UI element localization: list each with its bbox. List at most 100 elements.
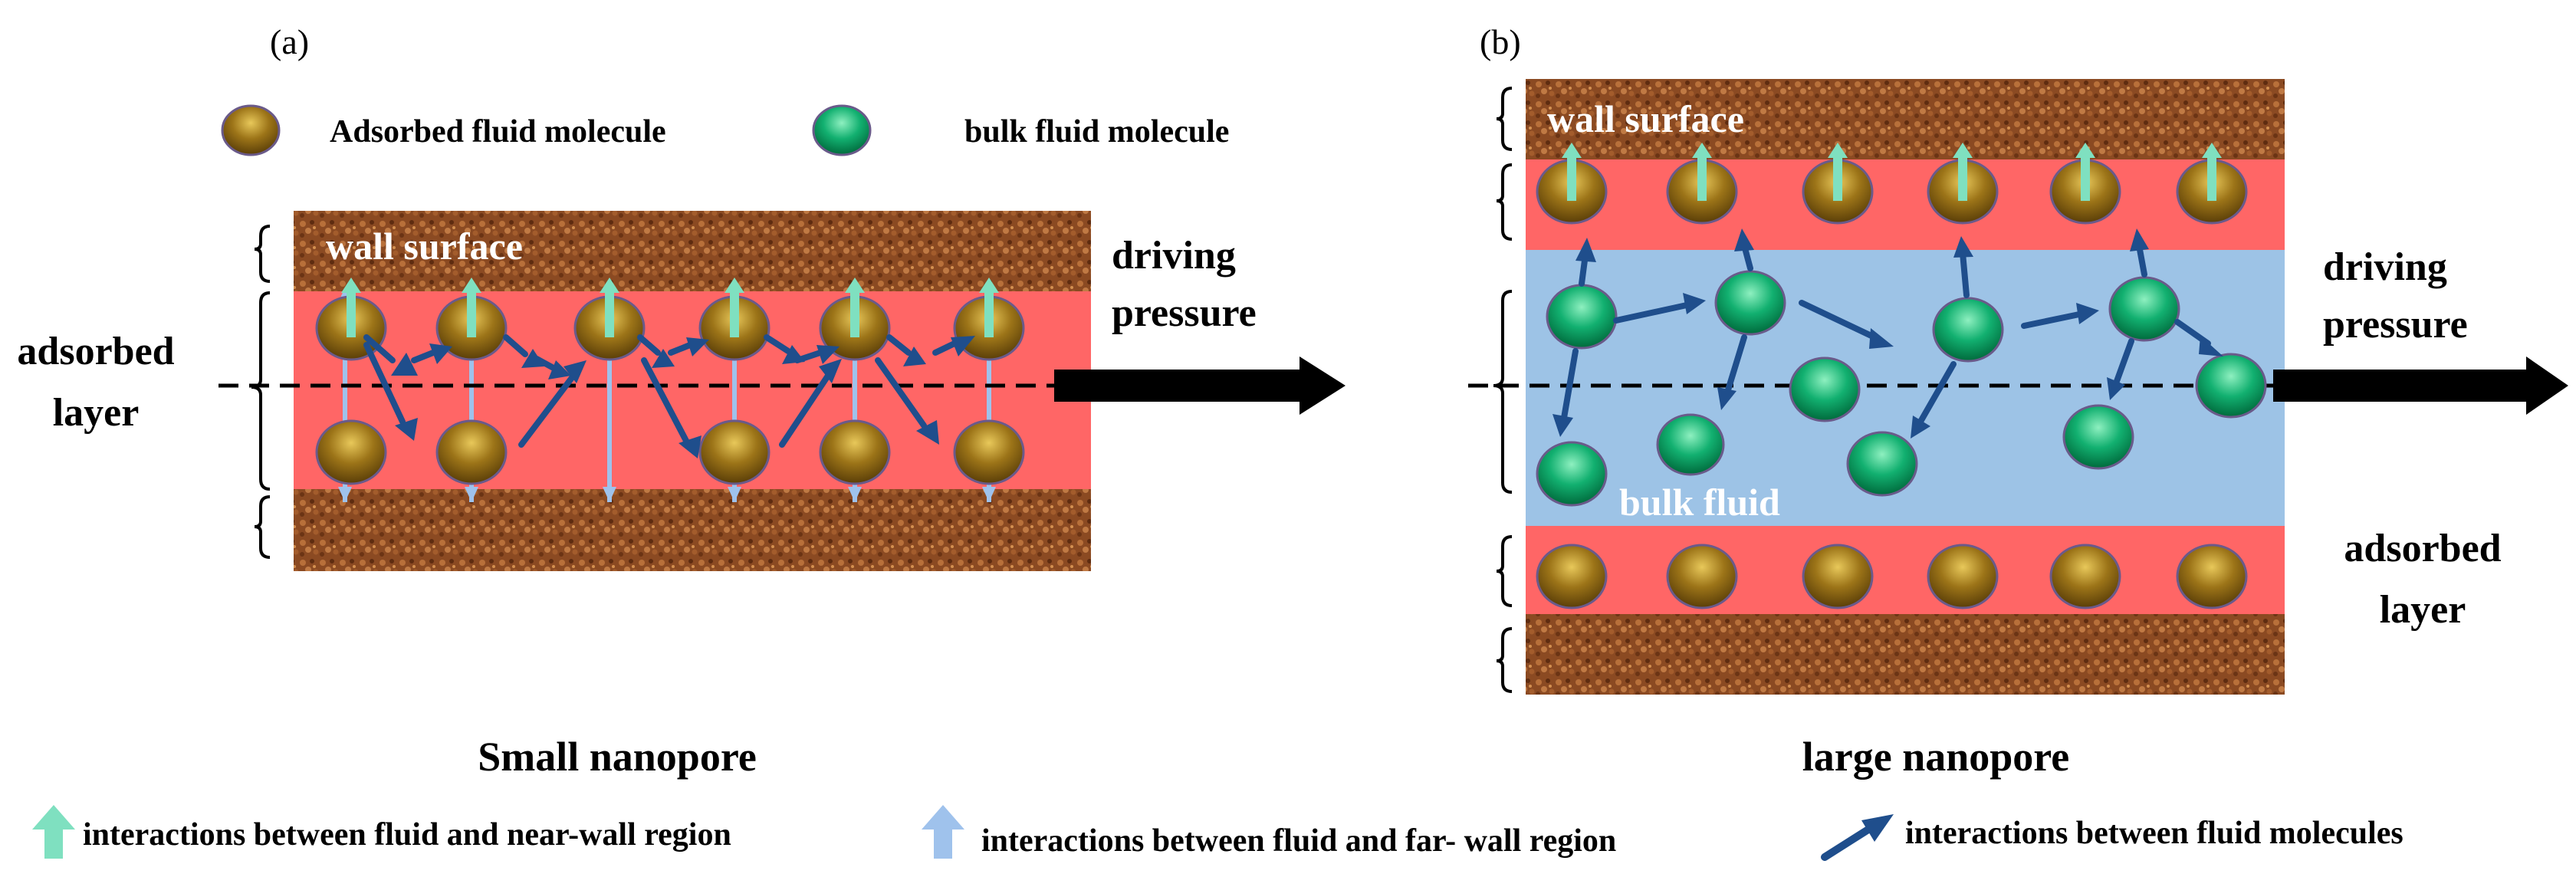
adsorbed-molecule xyxy=(698,419,770,485)
adsorbed-molecule xyxy=(1802,544,1874,609)
fluid-arrowhead xyxy=(951,336,975,356)
brace-bulk xyxy=(1493,290,1513,494)
fluid-arrow xyxy=(363,334,396,363)
panel-a-fluid-arrowheads xyxy=(391,336,975,458)
panel-b-wall-label: wall surface xyxy=(1547,97,1744,140)
panel-a-pressure-label-line1: driving xyxy=(1112,234,1236,278)
brace-wall-bottom xyxy=(1496,627,1513,693)
fluid-arrow xyxy=(518,373,577,448)
bulk-molecule xyxy=(1714,270,1786,336)
fluid-arrowhead xyxy=(395,418,418,441)
panel-b-fluid-arrowheads xyxy=(1552,228,2223,439)
panel-b-braces xyxy=(1493,87,1513,693)
far-wall-arrow xyxy=(338,287,352,502)
fluid-arrow xyxy=(668,342,693,356)
bulk-molecule xyxy=(2062,404,2134,470)
panel-b-adsorbed-label-line2: layer xyxy=(2380,588,2466,632)
fluid-arrowhead xyxy=(429,343,452,364)
brace-wall-top xyxy=(1496,87,1513,151)
far-wall-arrow xyxy=(982,287,996,502)
near-wall-arrow xyxy=(462,278,481,337)
fluid-arrow xyxy=(2113,338,2134,386)
bulk-molecule xyxy=(1932,297,2004,363)
fluid-arrowhead xyxy=(1717,387,1737,410)
fluid-arrowhead xyxy=(391,353,418,376)
panel-b-wall-top xyxy=(1526,79,2285,159)
legend-fluid-arrow-line xyxy=(1821,824,1875,861)
panel-b-pressure-arrow xyxy=(2273,356,2568,415)
fluid-arrowhead xyxy=(1869,328,1894,349)
adsorbed-molecule xyxy=(2176,544,2248,609)
bulk-molecule xyxy=(1846,431,1918,497)
adsorbed-molecule xyxy=(315,419,387,485)
fluid-arrow xyxy=(1799,300,1878,340)
near-wall-arrow xyxy=(600,278,619,337)
fluid-arrow xyxy=(1917,361,1957,425)
adsorbed-molecule xyxy=(819,419,891,485)
panel-b-bulk-molecules xyxy=(1536,270,2267,507)
near-wall-arrow xyxy=(979,278,999,337)
bulk-molecule xyxy=(1656,413,1725,476)
legend-bulk-label: bulk fluid molecule xyxy=(964,114,1229,149)
fluid-arrow xyxy=(1613,302,1690,324)
fluid-arrowhead xyxy=(686,337,709,356)
near-wall-arrow xyxy=(1953,143,1973,201)
legend-far-wall-label: interactions between fluid and far- wall… xyxy=(981,823,1616,859)
near-wall-arrow xyxy=(2075,143,2095,201)
fluid-arrow xyxy=(2021,311,2082,329)
panel-b-wall-bottom xyxy=(1526,614,2285,695)
far-wall-arrow xyxy=(338,487,352,502)
legend-adsorbed-label: Adsorbed fluid molecule xyxy=(330,114,666,149)
panel-b-adsorbed-label-line1: adsorbed xyxy=(2344,527,2501,570)
brace-adsorbed xyxy=(251,291,271,491)
adsorbed-molecule xyxy=(435,419,508,485)
panel-a-label: (a) xyxy=(270,22,309,61)
brace-adsorbed-top xyxy=(1496,163,1513,241)
panel-b-near-wall-arrows xyxy=(1562,143,2222,201)
bulk-molecule xyxy=(1546,284,1618,350)
near-wall-arrow xyxy=(2202,143,2222,201)
adsorbed-molecule xyxy=(1666,544,1738,609)
fluid-arrow xyxy=(875,357,927,429)
fluid-arrowhead xyxy=(2107,377,2125,400)
fluid-arrowhead xyxy=(903,347,926,366)
fluid-arrowhead xyxy=(816,345,840,364)
fluid-arrow xyxy=(503,334,528,357)
panel-a-fluid-arrows xyxy=(363,334,958,448)
bulk-molecule xyxy=(1789,356,1861,422)
panel-b-adsorbed-bottom xyxy=(1526,526,2285,614)
adsorbed-molecule xyxy=(1536,544,1608,609)
fluid-arrowhead xyxy=(916,420,939,445)
fluid-arrow xyxy=(637,334,661,356)
bulk-molecule xyxy=(2108,276,2180,342)
panel-a-near-wall-arrows xyxy=(341,278,999,337)
fluid-arrowhead xyxy=(1552,414,1573,437)
fluid-arrowhead xyxy=(1911,416,1930,439)
fluid-arrow xyxy=(411,350,436,363)
fluid-arrowhead xyxy=(548,360,571,379)
legend-adsorbed-molecule-icon xyxy=(221,104,281,156)
far-wall-arrow xyxy=(728,487,741,502)
panel-b-bulk-label: bulk fluid xyxy=(1619,481,1780,524)
legend-fluid-fluid-label: interactions between fluid molecules xyxy=(1905,816,2404,851)
fluid-arrowhead xyxy=(678,435,702,458)
fluid-arrow xyxy=(1960,250,1970,298)
panel-a-caption: Small nanopore xyxy=(478,734,757,780)
bulk-molecule xyxy=(1536,441,1608,507)
fluid-arrow xyxy=(886,334,912,356)
fluid-arrowhead xyxy=(819,359,842,383)
far-wall-arrow xyxy=(603,487,616,502)
fluid-arrowhead xyxy=(564,360,586,383)
fluid-arrowhead xyxy=(521,349,544,368)
near-wall-arrow xyxy=(1828,143,1848,201)
panel-a-braces xyxy=(251,225,271,559)
far-wall-arrow xyxy=(848,287,862,502)
legend-near-wall-arrow-icon xyxy=(32,805,75,859)
adsorbed-molecule xyxy=(2049,544,2121,609)
panel-b-caption: large nanopore xyxy=(1802,734,2070,780)
panel-b-pressure-label-line2: pressure xyxy=(2323,303,2468,347)
panel-a-pressure-label-line2: pressure xyxy=(1112,291,1257,335)
panel-a-wall-bottom xyxy=(294,489,1091,571)
brace-wall-bottom xyxy=(254,495,271,559)
legend-fluid-arrow-icon xyxy=(1861,814,1894,842)
